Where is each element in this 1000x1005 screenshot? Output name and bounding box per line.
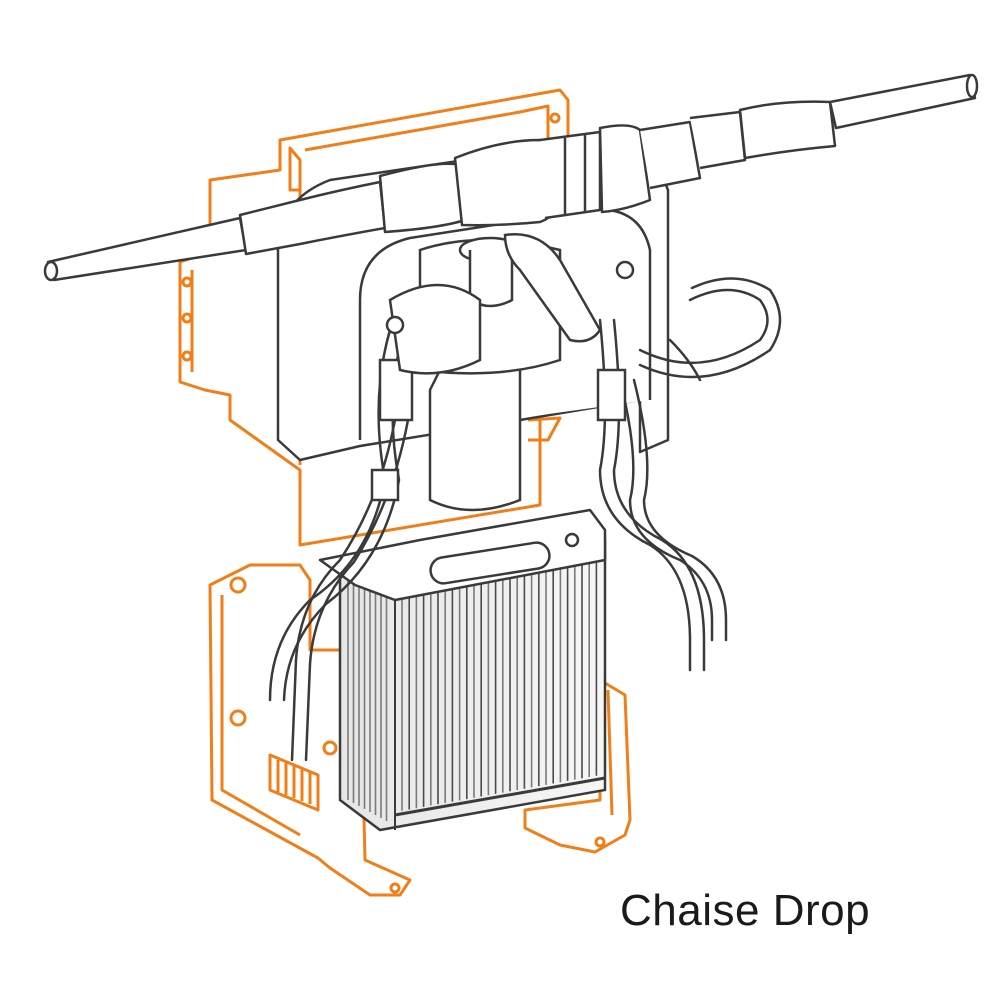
connector-block	[385, 233, 635, 375]
heatsink-fins	[347, 559, 598, 821]
drop-cables	[268, 277, 782, 762]
base-bracket-right	[523, 678, 632, 854]
base-bracket-left	[208, 563, 412, 897]
top-plate	[318, 508, 607, 602]
overhead-cable-splice	[43, 73, 979, 282]
diagram-caption: Chaise Drop	[620, 886, 871, 935]
